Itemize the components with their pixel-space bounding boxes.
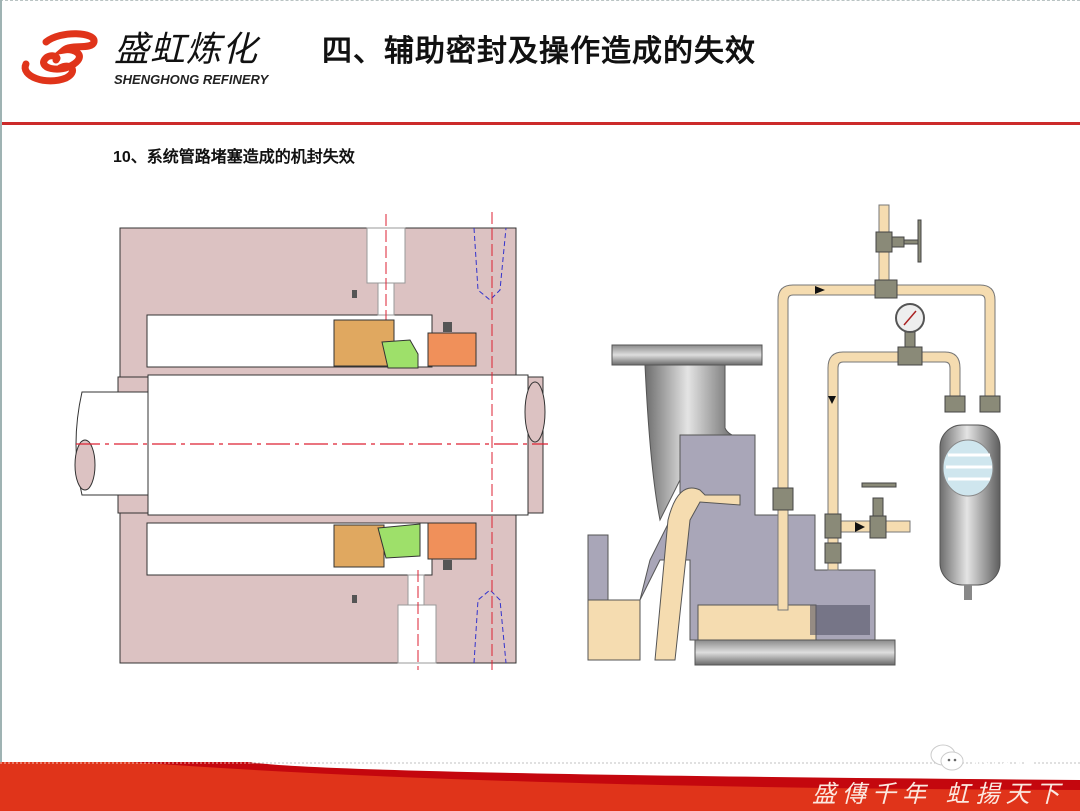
diagrams-canvas [74,204,1001,670]
section-subtitle: 10、系统管路堵塞造成的机封失效 [113,149,355,166]
watermark: 泵友圈 [930,744,1040,772]
logo-english-name: SHENGHONG REFINERY [114,72,269,87]
left-border [0,0,2,811]
pump-seal-flush-piping-system [587,204,1001,666]
mechanical-seal-cross-section [74,212,548,670]
header-divider [2,122,1080,125]
company-logo: 盛虹炼化 SHENGHONG REFINERY [16,28,276,90]
slide-title: 四、辅助密封及操作造成的失效 [322,35,756,68]
wechat-icon [930,744,964,771]
watermark-text: 泵友圈 [968,744,1040,771]
footer-band [0,762,1080,811]
logo-mark-icon [21,30,98,85]
logo-chinese-name: 盛虹炼化 [114,30,259,70]
top-border [0,0,1080,1]
footer-slogan: 盛傳千年 虹揚天下 [812,780,1066,808]
